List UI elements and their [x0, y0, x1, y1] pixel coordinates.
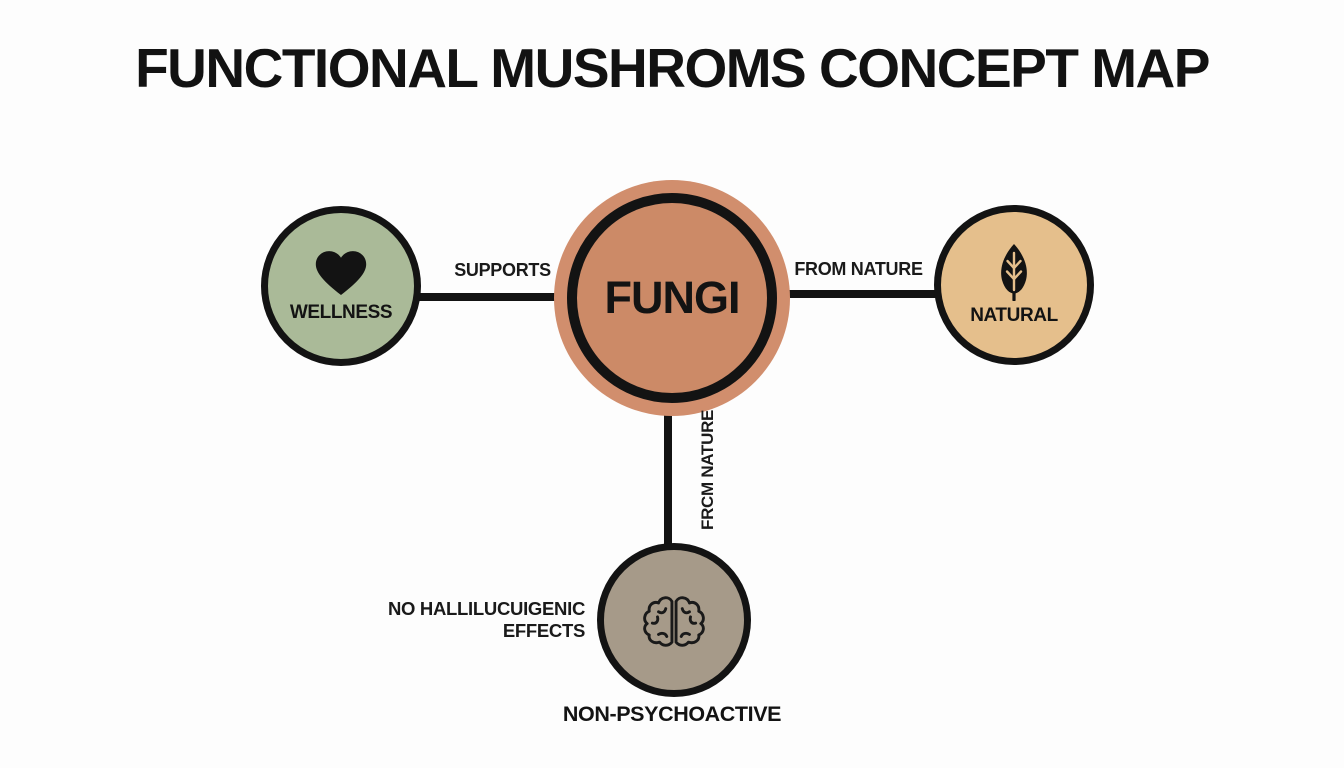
node-natural-label: NATURAL — [970, 305, 1058, 326]
heart-icon-svg — [315, 251, 367, 295]
node-natural: NATURAL — [934, 205, 1094, 365]
heart-icon — [315, 250, 367, 296]
leaf-icon — [996, 243, 1032, 302]
node-wellness: WELLNESS — [261, 206, 421, 366]
annotation-no-hallucinogenic: NO HALLILUCUIGENIC EFFECTS — [385, 598, 585, 642]
node-fungi-label: FUNGI — [604, 272, 741, 323]
edge-label-supports: SUPPORTS — [454, 260, 551, 280]
edge-label-from-nature-vertical: FRCM NATURE — [698, 409, 717, 530]
brain-icon-svg — [643, 596, 705, 647]
edge-wellness-fungi — [416, 293, 564, 301]
node-fungi: FUNGI — [554, 180, 790, 416]
node-fungi-ring: FUNGI — [567, 193, 777, 403]
annotation-line-1: NO HALLILUCUIGENIC — [387, 598, 585, 619]
brain-icon — [641, 589, 707, 651]
annotation-line-2: EFFECTS — [502, 620, 585, 641]
edge-label-from-nature: FROM NATURE — [794, 259, 923, 279]
node-wellness-label: WELLNESS — [289, 302, 393, 323]
edge-fungi-nonpsychoactive — [664, 398, 672, 550]
node-non-psychoactive-label: NON-PSYCHOACTIVE — [562, 702, 782, 726]
edge-fungi-natural — [781, 290, 939, 298]
page-title: FUNCTIONAL MUSHROMS CONCEPT MAP — [135, 37, 1210, 99]
node-non-psychoactive — [597, 543, 751, 697]
leaf-icon-svg — [1001, 244, 1027, 302]
